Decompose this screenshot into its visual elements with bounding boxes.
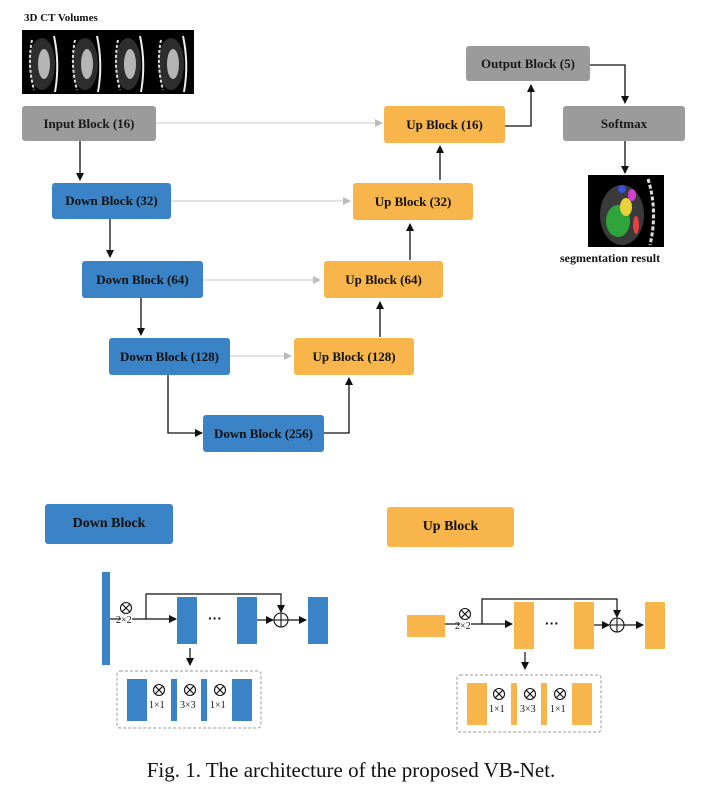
figure-caption: Fig. 1. The architecture of the proposed… (146, 758, 556, 782)
multiply-circle-icon (492, 687, 506, 701)
multiply-circle-icon (119, 601, 133, 615)
plus-circle-icon (609, 617, 625, 633)
down-legend-detail-box (116, 670, 262, 729)
up-block-legend-title: Up Block (387, 507, 514, 547)
up-block-128: Up Block (128) (294, 338, 414, 375)
arrow-output-softmax (590, 64, 629, 104)
up-legend-res-bar-1 (514, 602, 534, 649)
down-legend-input-bar (102, 572, 110, 665)
up-conv-2x2-label: 2×2 (455, 621, 471, 632)
down-block-128: Down Block (128) (109, 338, 230, 375)
down-conv-1x1-label-a: 1×1 (149, 700, 165, 711)
multiply-circle-icon (152, 683, 166, 697)
input-block: Input Block (16) (22, 106, 156, 141)
segmentation-result-image (588, 175, 664, 247)
up-legend-detail-box (456, 674, 602, 733)
up-conv-1x1-label-b: 1×1 (550, 704, 566, 715)
arrow-down256-up128 (324, 377, 353, 434)
down-block-64: Down Block (64) (82, 261, 203, 298)
down-ellipsis: ··· (208, 610, 222, 626)
up-legend-output-bar (645, 602, 665, 649)
ct-volumes-image (22, 30, 194, 94)
down-legend-res-bar-2 (237, 597, 257, 644)
down-legend-output-bar (308, 597, 328, 644)
multiply-circle-icon (553, 687, 567, 701)
down-block-32: Down Block (32) (52, 183, 171, 219)
multiply-circle-icon (458, 607, 472, 621)
down-legend-res-bar-1 (177, 597, 197, 644)
down-block-256: Down Block (256) (203, 415, 324, 452)
multiply-circle-icon (183, 683, 197, 697)
multiply-circle-icon (213, 683, 227, 697)
down-conv-2x2-label: 2×2 (116, 615, 132, 626)
up-legend-input-bar (407, 615, 445, 637)
down-conv-1x1-label-b: 1×1 (210, 700, 226, 711)
down-conv-3x3-label: 3×3 (180, 700, 196, 711)
arrow-down128-down256 (167, 375, 203, 437)
up-block-16: Up Block (16) (384, 106, 505, 143)
up-block-64: Up Block (64) (324, 261, 443, 298)
softmax-block: Softmax (563, 106, 685, 141)
up-legend-res-bar-2 (574, 602, 594, 649)
arrow-up16-output (505, 84, 535, 127)
volumes-title: 3D CT Volumes (24, 12, 98, 24)
segmentation-label: segmentation result (560, 251, 661, 265)
multiply-circle-icon (523, 687, 537, 701)
up-block-32: Up Block (32) (353, 183, 473, 220)
down-block-legend-title: Down Block (45, 504, 173, 544)
plus-circle-icon (273, 612, 289, 628)
up-conv-1x1-label-a: 1×1 (489, 704, 505, 715)
output-block: Output Block (5) (466, 46, 590, 81)
up-conv-3x3-label: 3×3 (520, 704, 536, 715)
up-ellipsis: ··· (545, 615, 559, 631)
